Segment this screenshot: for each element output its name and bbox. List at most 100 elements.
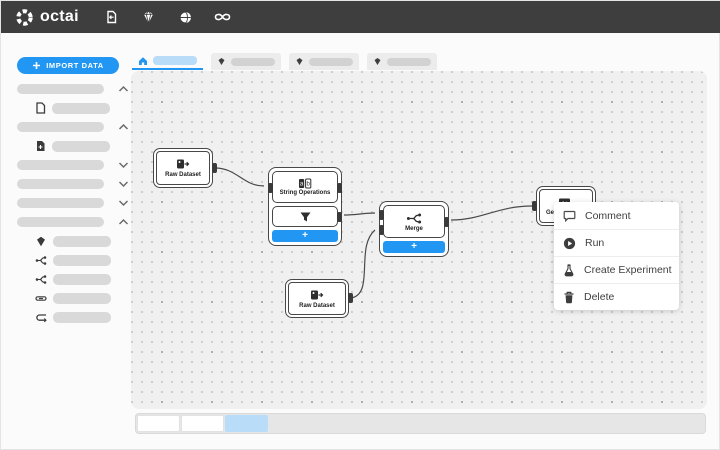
tab-pipeline-2[interactable] xyxy=(289,53,359,70)
sidebar-section[interactable] xyxy=(17,121,129,132)
scrollbar-page-cell[interactable] xyxy=(181,415,224,432)
input-port-2[interactable] xyxy=(379,225,384,235)
output-port[interactable] xyxy=(348,293,353,303)
svg-text:b: b xyxy=(307,182,311,188)
edge-connections xyxy=(214,167,533,299)
skeleton-bar xyxy=(53,273,111,285)
sidebar: IMPORT DATA xyxy=(17,57,129,330)
tab-pipeline-3[interactable] xyxy=(367,53,437,70)
dataset-icon xyxy=(311,290,324,299)
tab-title-skeleton xyxy=(387,57,431,66)
add-step-button[interactable]: + xyxy=(272,230,338,242)
delete-icon xyxy=(564,291,574,303)
output-port[interactable] xyxy=(444,217,449,227)
node-merge[interactable]: Merge xyxy=(379,205,449,238)
file-share-icon[interactable] xyxy=(101,6,123,28)
sidebar-section[interactable] xyxy=(17,159,129,170)
logo[interactable]: octai xyxy=(15,8,79,27)
filter-icon xyxy=(300,212,310,221)
menu-item-create-experiment[interactable]: Create Experiment xyxy=(554,256,679,283)
menu-item-comment[interactable]: Comment xyxy=(554,202,679,229)
sidebar-item[interactable] xyxy=(17,273,129,285)
chevron-up-icon xyxy=(118,218,129,225)
node-raw-dataset-2[interactable]: Raw Dataset xyxy=(285,279,353,318)
tab-diamond-icon xyxy=(296,57,303,66)
loop-icon xyxy=(36,313,47,322)
node-group-string-operations[interactable]: a b String Operations + xyxy=(268,167,342,246)
node-filter[interactable] xyxy=(272,206,342,227)
tab-diamond-icon xyxy=(374,57,381,66)
menu-item-run[interactable]: Run xyxy=(554,229,679,256)
node-body: Raw Dataset xyxy=(288,282,346,315)
sidebar-item[interactable] xyxy=(17,292,129,304)
tab-home-active[interactable] xyxy=(132,53,203,70)
skeleton-bar xyxy=(52,102,110,114)
sidebar-item[interactable] xyxy=(17,102,129,114)
skeleton-bar xyxy=(17,159,104,170)
experiment-icon xyxy=(564,263,574,276)
import-data-button[interactable]: IMPORT DATA xyxy=(17,57,119,74)
node-raw-dataset-1[interactable]: Raw Dataset xyxy=(153,148,217,188)
skeleton-bar xyxy=(52,140,110,152)
diamond-icon[interactable] xyxy=(138,6,160,28)
flow-canvas[interactable]: Raw Dataset a b String Operations xyxy=(131,71,707,409)
output-port[interactable] xyxy=(337,212,342,222)
globe-icon[interactable] xyxy=(175,6,197,28)
sidebar-item[interactable] xyxy=(17,140,129,152)
import-data-label: IMPORT DATA xyxy=(46,61,104,70)
node-string-operations[interactable]: a b String Operations xyxy=(268,171,342,203)
chevron-down-icon xyxy=(118,180,129,187)
output-port[interactable] xyxy=(212,163,217,173)
node-body: Raw Dataset xyxy=(156,151,210,185)
input-port-1[interactable] xyxy=(379,210,384,220)
sidebar-item[interactable] xyxy=(17,235,129,247)
svg-text:a: a xyxy=(300,182,304,188)
node-label: Raw Dataset xyxy=(299,302,335,309)
split-icon xyxy=(35,274,47,284)
tab-pipeline-1[interactable] xyxy=(211,53,281,70)
menu-item-label: Delete xyxy=(584,291,615,303)
tab-bar xyxy=(132,53,437,70)
menu-item-delete[interactable]: Delete xyxy=(554,283,679,310)
menu-item-label: Comment xyxy=(585,209,631,222)
input-port[interactable] xyxy=(268,183,273,193)
plus-icon xyxy=(33,62,41,69)
skeleton-bar xyxy=(17,121,104,132)
chevron-down-icon xyxy=(118,199,129,206)
comment-icon xyxy=(563,210,576,222)
sidebar-item[interactable] xyxy=(17,254,129,266)
file-icon xyxy=(36,102,46,114)
input-port[interactable] xyxy=(532,201,537,211)
skeleton-bar xyxy=(17,197,104,208)
chevron-up-icon xyxy=(118,85,129,92)
navbar-icons xyxy=(101,6,234,28)
skeleton-bar xyxy=(17,216,104,227)
sidebar-item[interactable] xyxy=(17,311,129,323)
node-group-merge[interactable]: Merge + xyxy=(379,201,449,257)
octai-logo-icon xyxy=(16,8,33,26)
chevron-down-icon xyxy=(118,161,129,168)
scrollbar-page-cell[interactable] xyxy=(137,415,180,432)
canvas-horizontal-scrollbar[interactable] xyxy=(135,413,706,434)
menu-item-label: Create Experiment xyxy=(584,264,672,276)
sidebar-section[interactable] xyxy=(17,197,129,208)
home-icon xyxy=(139,56,147,65)
sidebar-section[interactable] xyxy=(17,178,129,189)
add-step-button[interactable]: + xyxy=(383,241,445,253)
logo-text: octai xyxy=(40,8,79,25)
run-icon xyxy=(563,237,576,249)
infinity-icon[interactable] xyxy=(212,6,234,28)
tab-title-skeleton xyxy=(153,56,197,65)
node-label: String Operations xyxy=(279,190,331,196)
tab-diamond-icon xyxy=(218,57,225,66)
skeleton-bar xyxy=(53,254,111,266)
sidebar-section[interactable] xyxy=(17,216,129,227)
skeleton-bar xyxy=(53,235,111,247)
output-port[interactable] xyxy=(337,183,342,193)
tab-title-skeleton xyxy=(309,57,353,66)
scrollbar-thumb[interactable] xyxy=(225,415,268,432)
menu-item-label: Run xyxy=(585,237,605,249)
sidebar-section[interactable] xyxy=(17,83,129,94)
split-icon xyxy=(35,255,47,265)
